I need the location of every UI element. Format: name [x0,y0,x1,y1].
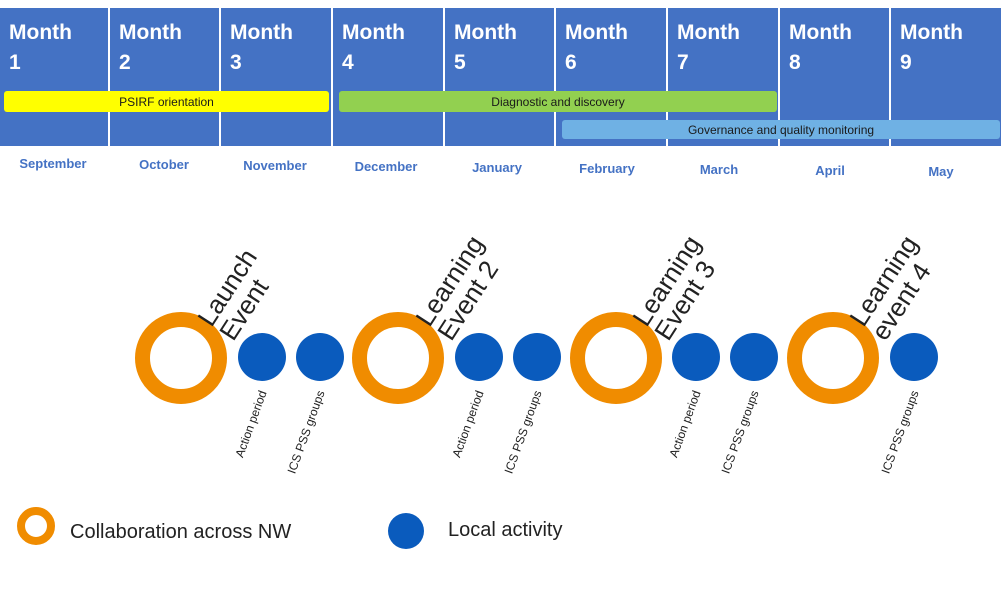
month-label: Month 8 [789,21,852,74]
month-label: Month 4 [342,21,405,74]
legend-ring-icon [17,507,55,545]
local-activity-dot [238,333,286,381]
calendar-month: December [354,159,418,174]
calendar-month: April [815,163,845,178]
activity-label-action: Action period [232,388,270,460]
local-activity-dot [296,333,344,381]
month-label: Month 1 [9,21,72,74]
calendar-month: February [579,161,635,176]
phase-bar-governance: Governance and quality monitoring [562,120,1000,139]
calendar-month: November [243,158,307,173]
activity-label-ics: ICS PSS groups [284,388,328,476]
month-block-1: Month 1 [0,8,108,146]
legend-collaboration-label: Collaboration across NW [70,521,292,543]
activity-label-ics: ICS PSS groups [501,388,545,476]
month-block-5: Month 5 [445,8,554,146]
calendar-month: October [139,157,189,172]
month-label: Month 3 [230,21,293,74]
month-label: Month 6 [565,21,628,74]
month-label: Month 2 [119,21,182,74]
calendar-month: September [19,156,87,171]
month-label: Month 5 [454,21,517,74]
calendar-month: January [472,160,522,175]
local-activity-dot [513,333,561,381]
month-block-4: Month 4 [333,8,443,146]
local-activity-dot [455,333,503,381]
phase-bar-diagnostic: Diagnostic and discovery [339,91,777,112]
phase-label: PSIRF orientation [119,94,214,109]
local-activity-dot [730,333,778,381]
activity-label-action: Action period [666,388,704,460]
phase-label: Governance and quality monitoring [687,122,875,137]
activity-label-ics: ICS PSS groups [718,388,762,476]
local-activity-dot [890,333,938,381]
legend-local-label: Local activity [448,519,563,541]
phase-label: Diagnostic and discovery [491,94,625,109]
month-label: Month 9 [900,21,963,74]
calendar-month: March [699,162,739,177]
legend-dot-icon [388,513,424,549]
calendar-month: May [928,164,954,179]
activity-label-action: Action period [449,388,487,460]
month-block-2: Month 2 [110,8,219,146]
local-activity-dot [672,333,720,381]
phase-bar-orientation: PSIRF orientation [4,91,329,112]
month-block-3: Month 3 [221,8,331,146]
activity-label-ics: ICS PSS groups [878,388,922,476]
month-label: Month 7 [677,21,740,74]
